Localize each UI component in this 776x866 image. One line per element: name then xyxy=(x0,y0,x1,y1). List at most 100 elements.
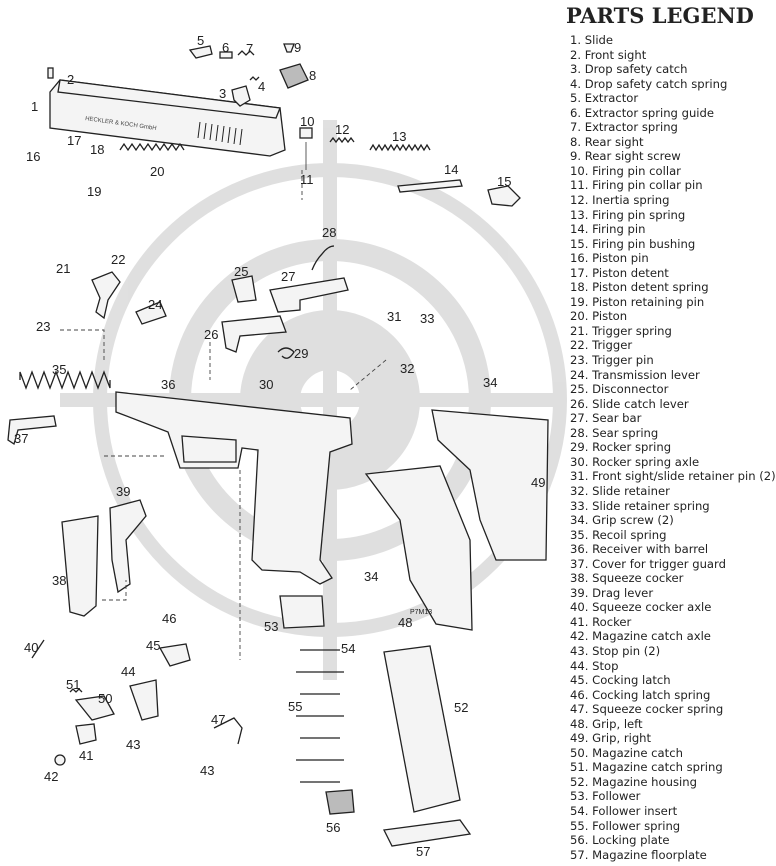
callout-28: 28 xyxy=(322,225,336,240)
callout-31: 31 xyxy=(387,309,401,324)
callout-13: 13 xyxy=(392,129,406,144)
callout-48: 48 xyxy=(398,615,412,630)
callout-33: 33 xyxy=(420,311,434,326)
callout-51: 51 xyxy=(66,677,80,692)
callout-37: 37 xyxy=(14,431,28,446)
grip-right-part xyxy=(431,409,549,561)
trigger-guard-cover-part xyxy=(7,415,57,446)
legend-item: 11. Firing pin collar pin xyxy=(570,178,703,193)
extractor-part xyxy=(188,45,213,59)
legend-item: 44. Stop xyxy=(570,658,619,673)
legend-title: PARTS LEGEND xyxy=(566,3,754,28)
legend-item: 12. Inertia spring xyxy=(570,193,670,208)
callout-52: 52 xyxy=(454,700,468,715)
legend-item: 36. Receiver with barrel xyxy=(570,542,709,557)
legend-item: 26. Slide catch lever xyxy=(570,396,689,411)
stop-part xyxy=(129,679,159,721)
legend-item: 21. Trigger spring xyxy=(570,323,672,338)
legend-item: 41. Rocker xyxy=(570,614,632,629)
legend-item: 50. Magazine catch xyxy=(570,745,683,760)
callout-22: 22 xyxy=(111,252,125,267)
legend-item: 51. Magazine catch spring xyxy=(570,760,723,775)
magazine-catch-axle-part xyxy=(54,754,66,766)
follower-spring-part xyxy=(296,649,344,783)
callout-labels: 1 2 3 4 5 6 7 8 9 10 11 12 13 14 15 16 1… xyxy=(14,33,545,859)
legend-item: 38. Squeeze cocker xyxy=(570,571,684,586)
callout-11: 11 xyxy=(300,172,314,187)
sear-spring-part xyxy=(311,245,335,271)
legend-item: 52. Magazine housing xyxy=(570,774,697,789)
legend-item: 33. Slide retainer spring xyxy=(570,498,710,513)
legend-item: 37. Cover for trigger guard xyxy=(570,556,726,571)
magazine-catch-spring-part xyxy=(69,688,83,693)
callout-21: 21 xyxy=(56,261,70,276)
legend-item: 2. Front sight xyxy=(570,47,647,62)
legend-item: 29. Rocker spring xyxy=(570,440,672,455)
drop-safety-catch-part xyxy=(231,85,251,107)
legend-item: 5. Extractor xyxy=(570,91,639,106)
legend-item: 14. Firing pin xyxy=(570,222,646,237)
extractor-spring-part xyxy=(237,50,255,56)
legend-item: 56. Locking plate xyxy=(570,833,670,848)
callout-7: 7 xyxy=(246,41,253,56)
extractor-spring-guide-part xyxy=(219,51,233,59)
legend-item: 17. Piston detent xyxy=(570,265,669,280)
legend-item: 6. Extractor spring guide xyxy=(570,105,715,120)
callout-35: 35 xyxy=(52,362,66,377)
legend-item: 35. Recoil spring xyxy=(570,527,667,542)
callout-25: 25 xyxy=(234,264,248,279)
legend-item: 4. Drop safety catch spring xyxy=(570,76,728,91)
callout-17: 17 xyxy=(67,133,81,148)
magazine-floorplate-part xyxy=(383,819,472,847)
rear-sight-part xyxy=(279,63,309,89)
callout-27: 27 xyxy=(281,269,295,284)
legend-item: 53. Follower xyxy=(570,789,641,804)
cocking-latch-part xyxy=(158,643,191,667)
callout-4: 4 xyxy=(258,79,265,94)
sear-bar-part xyxy=(269,277,349,313)
drag-lever-part xyxy=(109,499,147,594)
callout-29: 29 xyxy=(294,346,308,361)
legend-item: 9. Rear sight screw xyxy=(570,149,681,164)
squeeze-cocker-axle-part xyxy=(31,639,45,659)
legend-item: 34. Grip screw (2) xyxy=(570,513,674,528)
callout-34b: 34 xyxy=(364,569,378,584)
legend-item: 24. Transmission lever xyxy=(570,367,700,382)
legend-item: 28. Sear spring xyxy=(570,425,659,440)
assembly-lines xyxy=(60,170,387,660)
callout-47: 47 xyxy=(211,712,225,727)
callout-42: 42 xyxy=(44,769,58,784)
magazine-catch-part xyxy=(74,695,115,721)
legend-item: 27. Sear bar xyxy=(570,411,642,426)
legend-item: 23. Trigger pin xyxy=(570,353,654,368)
squeeze-cocker-part xyxy=(61,515,99,617)
callout-19: 19 xyxy=(87,184,101,199)
rocker-spring-part xyxy=(277,347,295,359)
callout-39: 39 xyxy=(116,484,130,499)
callout-43b: 43 xyxy=(200,763,214,778)
legend-item: 20. Piston xyxy=(570,309,628,324)
legend-item: 49. Grip, right xyxy=(570,731,652,746)
legend-item: 16. Piston pin xyxy=(570,251,649,266)
callout-41: 41 xyxy=(79,748,93,763)
callout-38: 38 xyxy=(52,573,66,588)
callout-1: 1 xyxy=(31,99,38,114)
grip-left-part xyxy=(364,465,473,631)
legend-item: 8. Rear sight xyxy=(570,134,644,149)
legend-item: 25. Disconnector xyxy=(570,382,669,397)
legend-item: 30. Rocker spring axle xyxy=(570,454,700,469)
legend-item: 18. Piston detent spring xyxy=(570,280,709,295)
callout-55: 55 xyxy=(288,699,302,714)
callout-49: 49 xyxy=(531,475,545,490)
callout-20: 20 xyxy=(150,164,164,179)
callout-24: 24 xyxy=(148,297,162,312)
legend-item: 1. Slide xyxy=(570,33,614,47)
legend-item: 19. Piston retaining pin xyxy=(570,294,705,309)
callout-56: 56 xyxy=(326,820,340,835)
callout-54: 54 xyxy=(341,641,355,656)
legend-item: 43. Stop pin (2) xyxy=(570,643,661,658)
callout-57: 57 xyxy=(416,844,430,859)
legend-item: 54. Follower insert xyxy=(570,803,678,818)
